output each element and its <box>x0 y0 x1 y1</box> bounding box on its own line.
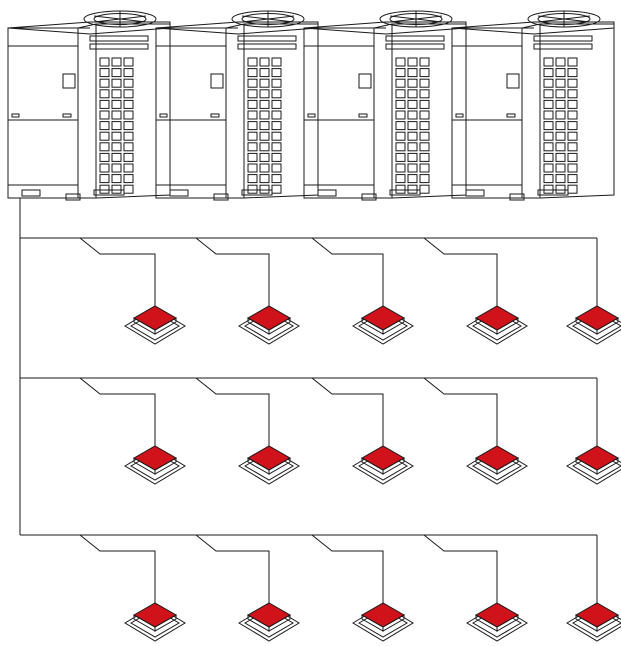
control-panel-icon <box>62 73 76 89</box>
branch-1 <box>20 237 598 308</box>
grille-icon <box>395 57 430 194</box>
branch-pipe <box>423 237 498 308</box>
indoor-unit <box>124 602 186 642</box>
front-panel <box>451 27 523 199</box>
outdoor-unit-3 <box>303 10 467 201</box>
branch-pipe <box>423 377 498 448</box>
branch-pipe <box>195 377 270 448</box>
branch-pipe <box>423 534 498 605</box>
control-panel-icon <box>506 73 520 89</box>
branch-pipe <box>195 534 270 605</box>
branch-pipe <box>79 377 156 448</box>
front-panel <box>303 27 375 199</box>
grille-icon <box>99 57 134 194</box>
indoor-unit <box>352 602 414 642</box>
indoor-unit <box>466 602 528 642</box>
branch-pipe <box>311 237 384 308</box>
indoor-unit <box>124 305 186 345</box>
branch-pipe <box>79 534 156 605</box>
indoor-unit <box>466 445 528 485</box>
indoor-unit <box>352 445 414 485</box>
indoor-unit <box>352 305 414 345</box>
branch-pipe <box>311 534 384 605</box>
grille-icon <box>247 57 282 194</box>
indoor-unit <box>566 445 621 485</box>
fan-icon <box>379 10 453 28</box>
refrigerant-piping <box>19 198 598 605</box>
branch-pipe <box>311 377 384 448</box>
indoor-unit <box>238 445 300 485</box>
branch-pipe <box>195 237 270 308</box>
front-panel <box>7 27 79 199</box>
indoor-unit <box>124 445 186 485</box>
indoor-unit <box>466 305 528 345</box>
branch-pipe <box>79 237 156 308</box>
front-panel <box>155 27 227 199</box>
outdoor-unit-2 <box>155 10 319 201</box>
indoor-unit <box>566 602 621 642</box>
grille-icon <box>543 57 578 194</box>
outdoor-unit-4 <box>451 10 615 201</box>
branch-3 <box>20 534 598 605</box>
control-panel-icon <box>210 73 224 89</box>
indoor-unit <box>566 305 621 345</box>
control-panel-icon <box>358 73 372 89</box>
outdoor-unit-1 <box>7 10 171 201</box>
indoor-unit <box>238 602 300 642</box>
branch-2 <box>20 377 598 448</box>
indoor-unit <box>238 305 300 345</box>
